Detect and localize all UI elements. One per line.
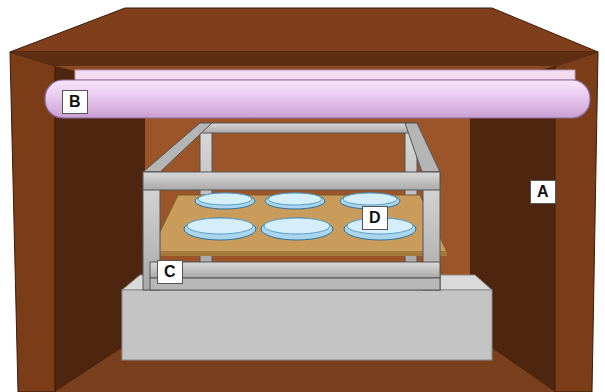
cabinet-top <box>10 8 598 52</box>
frame-bar <box>150 262 440 278</box>
top-underside <box>10 52 598 66</box>
frame-foot <box>150 278 440 290</box>
frame-bar <box>143 172 440 190</box>
callout-letter: B <box>62 90 88 114</box>
petri-dishes <box>184 193 416 240</box>
callout-letter: D <box>362 206 388 230</box>
shelf-edge <box>150 252 447 256</box>
concrete-base <box>122 290 492 360</box>
frame-bar <box>143 123 212 172</box>
uv-lamp-tube <box>45 80 590 118</box>
frame-bar <box>200 123 417 133</box>
lamp-holder <box>75 70 575 80</box>
callout-letter: A <box>530 180 556 204</box>
frame-bar <box>405 123 440 172</box>
callout-letter: C <box>157 260 183 284</box>
